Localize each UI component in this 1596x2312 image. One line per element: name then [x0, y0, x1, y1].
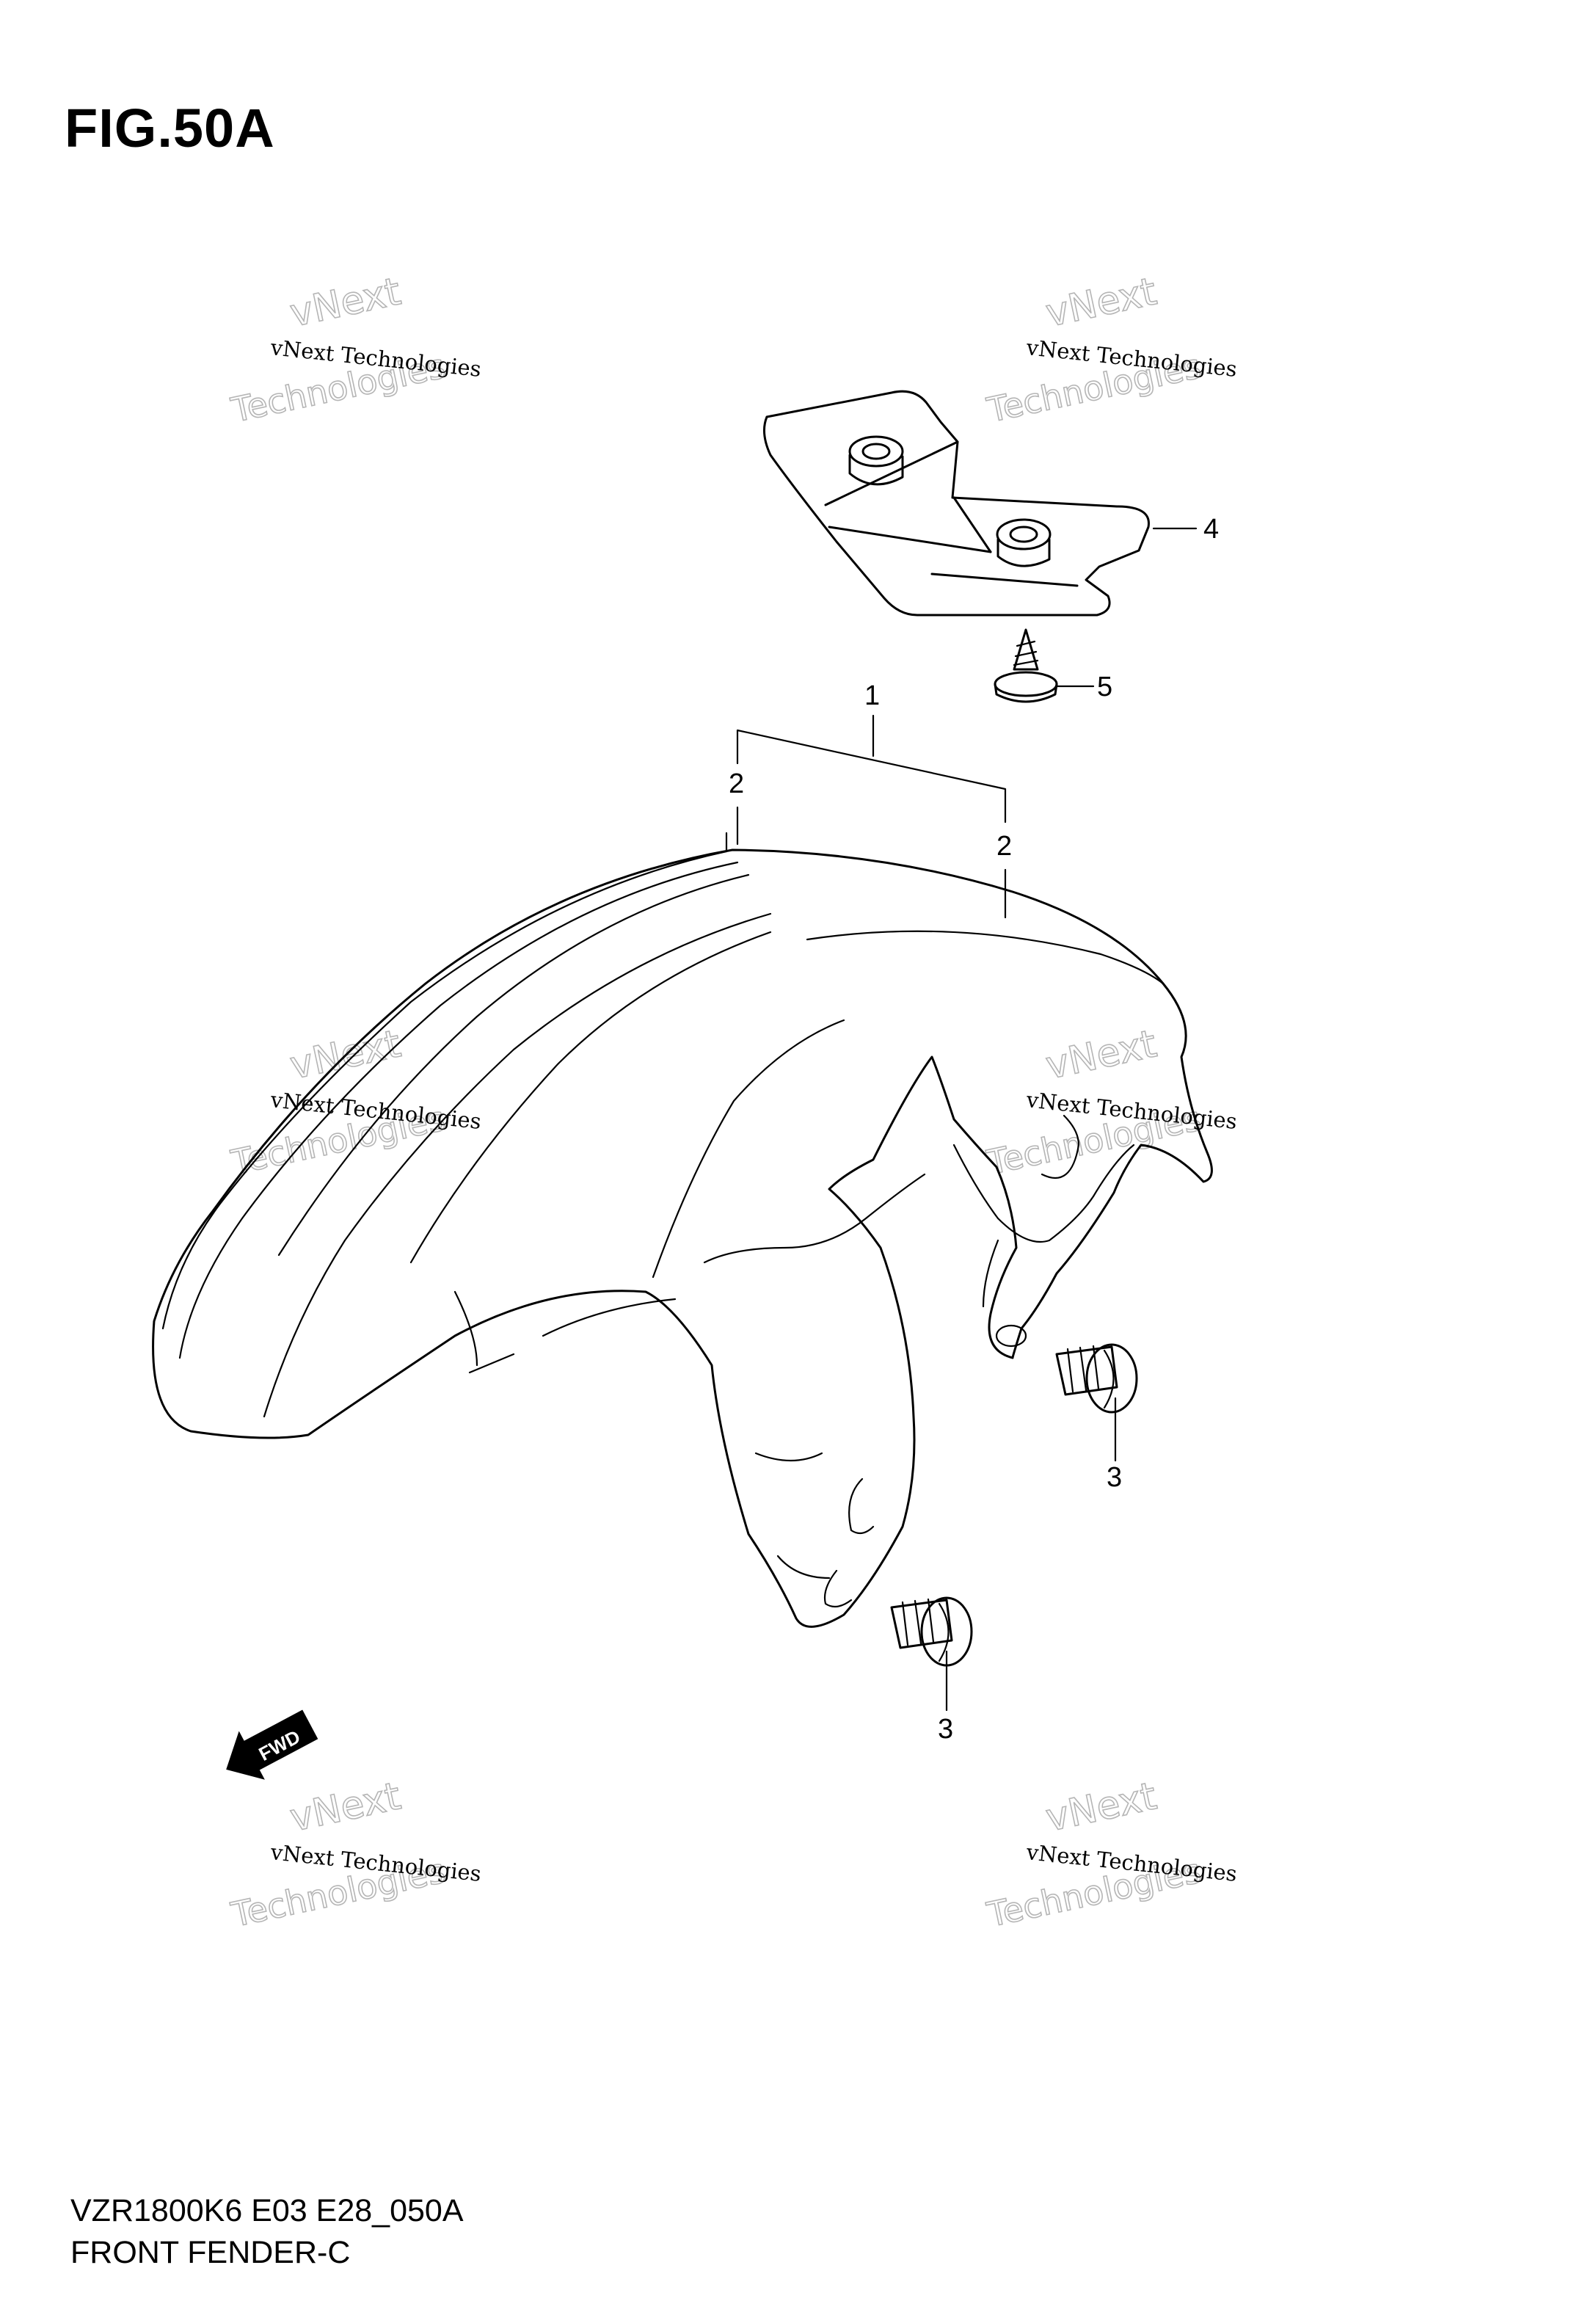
- svg-text:vNext: vNext: [1042, 1774, 1160, 1840]
- part-bolt-lower: [890, 1596, 973, 1667]
- watermark-middle-right: vNext Technologies vNext Technologies: [983, 1022, 1238, 1183]
- watermark-top-right: vNext Technologies vNext Technologies: [983, 269, 1238, 431]
- diagram-name: FRONT FENDER-C: [70, 2235, 351, 2270]
- leader-lines: [725, 527, 1198, 1712]
- callout-2b: 2: [996, 831, 1012, 862]
- callout-2a: 2: [729, 768, 744, 799]
- callout-3a: 3: [1107, 1462, 1122, 1493]
- fwd-arrow-icon: FWD: [226, 1709, 318, 1780]
- callout-5: 5: [1097, 672, 1112, 702]
- part-tapping-screw: [994, 628, 1058, 703]
- svg-text:vNext: vNext: [286, 269, 404, 335]
- callout-3b: 3: [938, 1714, 953, 1745]
- callout-4: 4: [1203, 514, 1219, 545]
- watermark-top-left: vNext Technologies vNext Technologies: [227, 269, 482, 431]
- watermark-bottom-left: vNext Technologies vNext Technologies: [227, 1774, 482, 1935]
- svg-text:vNext: vNext: [1042, 269, 1160, 335]
- svg-text:vNext: vNext: [1042, 1022, 1160, 1088]
- callout-1: 1: [864, 680, 880, 711]
- part-bolt-upper: [1055, 1343, 1138, 1414]
- part-front-fender: [152, 848, 1213, 1628]
- part-bracket: [762, 390, 1150, 617]
- watermark-bottom-right: vNext Technologies vNext Technologies: [983, 1774, 1238, 1935]
- bracket-nut-top: [848, 435, 904, 486]
- figure-title: FIG.50A: [65, 98, 275, 159]
- model-code: VZR1800K6 E03 E28_050A: [70, 2193, 464, 2228]
- bracket-nut-bottom: [996, 518, 1052, 567]
- svg-text:vNext: vNext: [286, 1774, 404, 1840]
